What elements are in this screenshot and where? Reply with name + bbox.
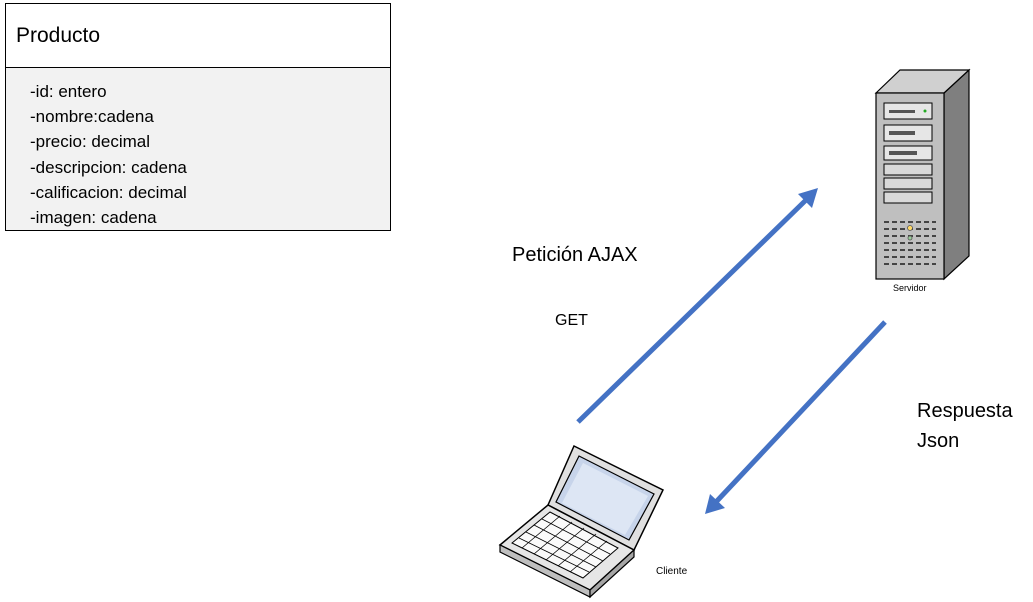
response-arrow <box>705 320 887 514</box>
uml-class-name: Producto <box>6 4 390 68</box>
response-label-line1: Respuesta <box>917 400 1013 422</box>
laptop-icon <box>498 444 664 599</box>
uml-attribute: -calificacion: decimal <box>30 182 187 202</box>
request-arrow <box>576 188 818 424</box>
uml-attribute: -id: entero <box>30 82 107 101</box>
request-label: Petición AJAX <box>512 244 638 266</box>
uml-attribute: -precio: decimal <box>30 132 150 152</box>
uml-attribute-list: -id: entero -nombre:cadena -precio: deci… <box>6 68 390 230</box>
uml-attribute: -imagen: cadena <box>30 208 157 228</box>
response-label: Respuesta Json <box>917 396 1013 456</box>
response-label-line2: Json <box>917 430 960 452</box>
server-label: Servidor <box>893 283 927 293</box>
server-icon <box>874 68 971 281</box>
uml-class-box: Producto -id: entero -nombre:cadena -pre… <box>5 3 391 231</box>
uml-attribute: -descripcion: cadena <box>30 157 187 177</box>
client-label: Cliente <box>656 566 688 577</box>
request-method-label: GET <box>555 312 588 329</box>
uml-attribute: -nombre:cadena <box>30 107 154 127</box>
